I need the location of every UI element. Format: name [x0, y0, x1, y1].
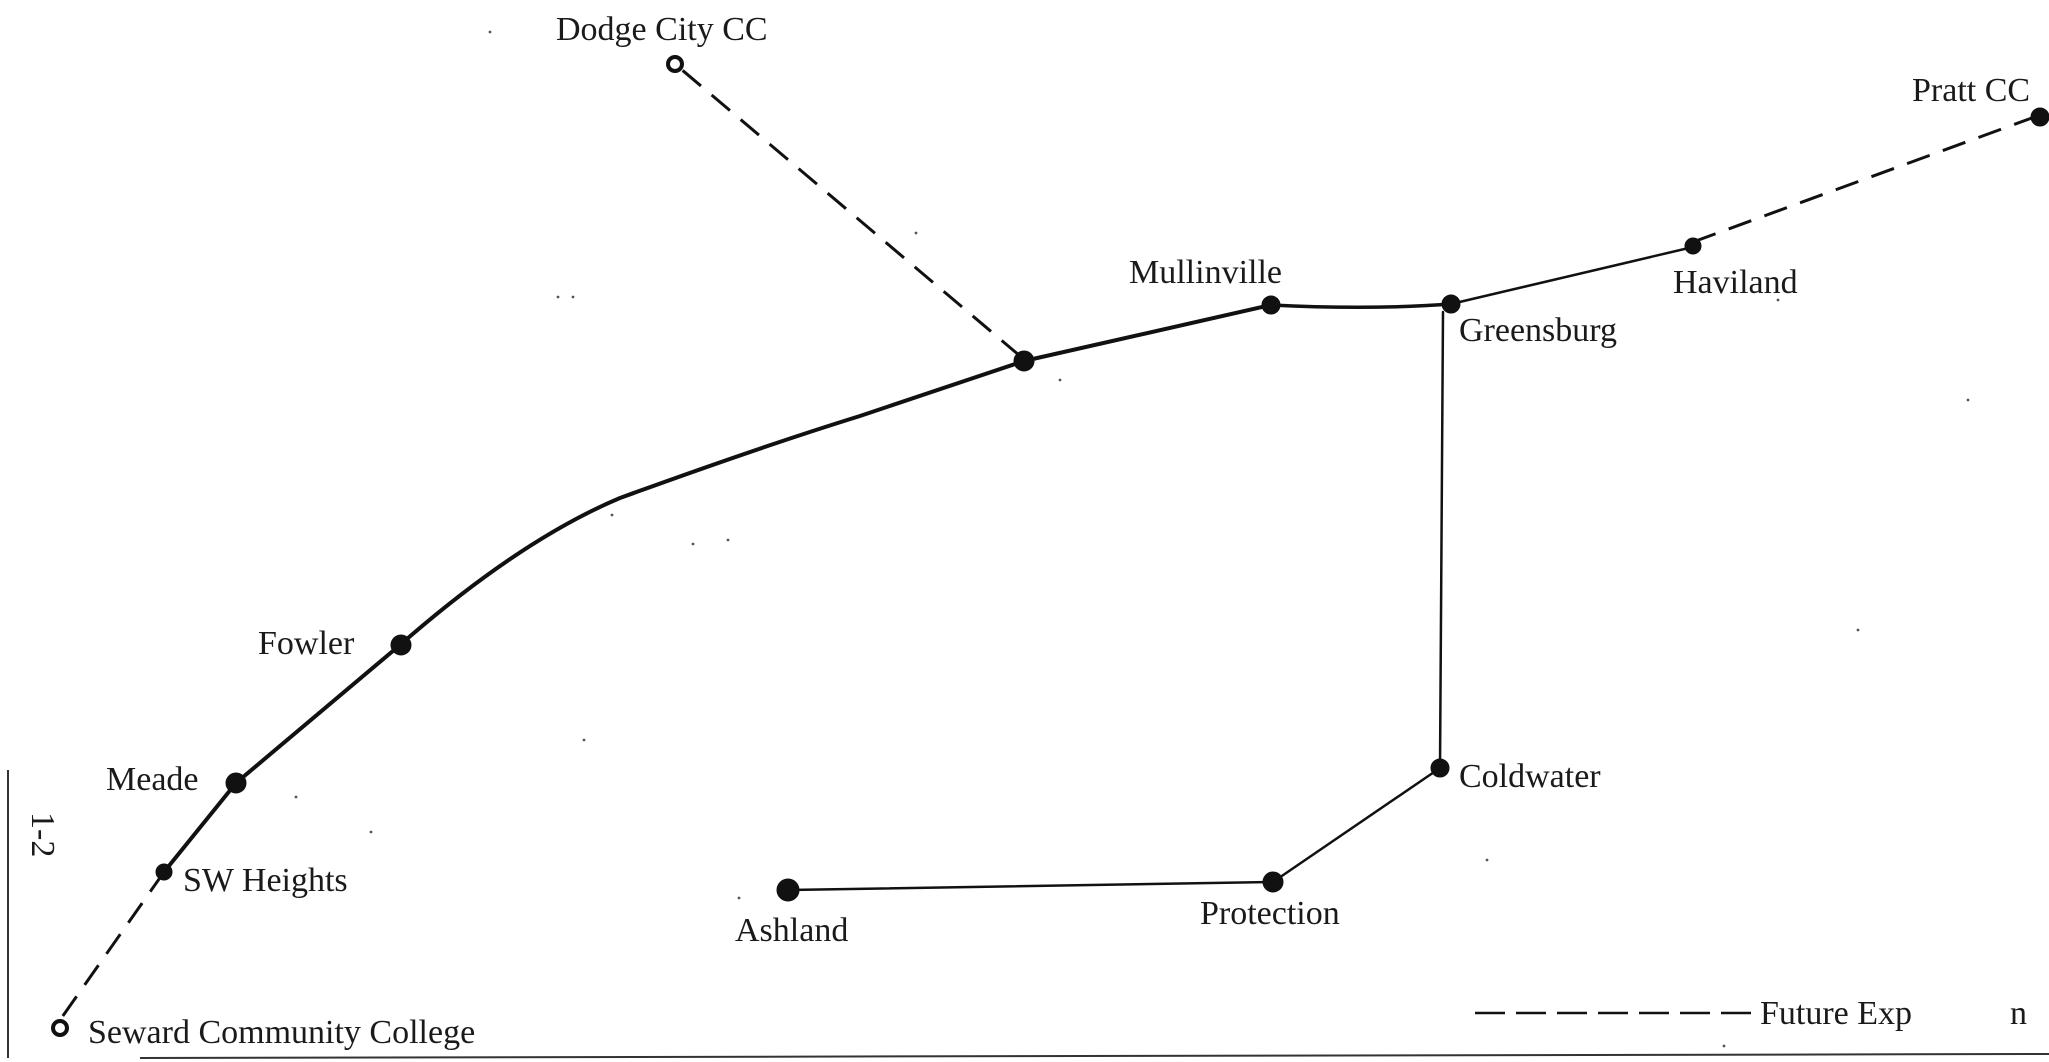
node-haviland [1684, 237, 1702, 255]
bottom-rule [139, 1053, 2049, 1059]
label-coldwater: Coldwater [1459, 758, 1601, 795]
label-fowler: Fowler [258, 625, 355, 662]
node-fowler [390, 634, 412, 656]
existing-links [162, 245, 1695, 892]
label-pratt-cc: Pratt CC [1912, 72, 2030, 109]
label-sw-heights: SW Heights [183, 862, 348, 899]
node-pratt-cc [2030, 107, 2049, 127]
node-greensburg [1441, 294, 1461, 314]
node-coldwater [1430, 758, 1450, 778]
label-ashland: Ashland [735, 912, 848, 949]
label-greensburg: Greensburg [1459, 312, 1617, 349]
label-meade: Meade [106, 761, 199, 798]
legend: Future Exp n [1475, 990, 2027, 1032]
node-seward [51, 1019, 69, 1037]
link-mullinville-to-greensburg [1269, 302, 1453, 310]
node-protection [1262, 871, 1284, 893]
link-junction-to-mullinville [1022, 303, 1273, 363]
margin-note-page-number: 1-2 [24, 812, 61, 857]
future-links [58, 62, 2041, 1021]
link-coldwater-to-protection [1271, 766, 1442, 884]
node-dodge-city-cc [666, 55, 684, 73]
node-labels: Dodge City CC Pratt CC Mullinville Green… [88, 11, 2030, 1051]
link-protection-to-ashland [786, 880, 1275, 892]
node-mullinville [1261, 295, 1281, 315]
label-seward: Seward Community College [88, 1014, 475, 1051]
label-dodge-city-cc: Dodge City CC [556, 11, 768, 48]
node-sw-heights [155, 863, 173, 881]
label-protection: Protection [1200, 895, 1340, 932]
scan-speckles [294, 30, 1970, 1048]
nodes [51, 55, 2049, 1037]
legend-future-expansion-tail: n [2010, 995, 2027, 1032]
node-meade [225, 772, 247, 794]
node-ashland [776, 878, 800, 902]
link-junction-to-seward [162, 359, 1026, 874]
label-mullinville: Mullinville [1129, 254, 1282, 291]
legend-obscured-patch [1925, 990, 2005, 1032]
link-greensburg-to-coldwater [1438, 310, 1445, 770]
link-junction-to-dodge-city-cc [674, 62, 1021, 358]
legend-future-expansion-label: Future Exp [1760, 995, 1912, 1032]
link-greensburg-to-haviland [1449, 245, 1695, 306]
label-haviland: Haviland [1673, 264, 1798, 301]
node-junction [1013, 350, 1035, 372]
link-sw-heights-to-seward [58, 871, 166, 1021]
link-haviland-to-pratt-cc [1692, 113, 2041, 244]
